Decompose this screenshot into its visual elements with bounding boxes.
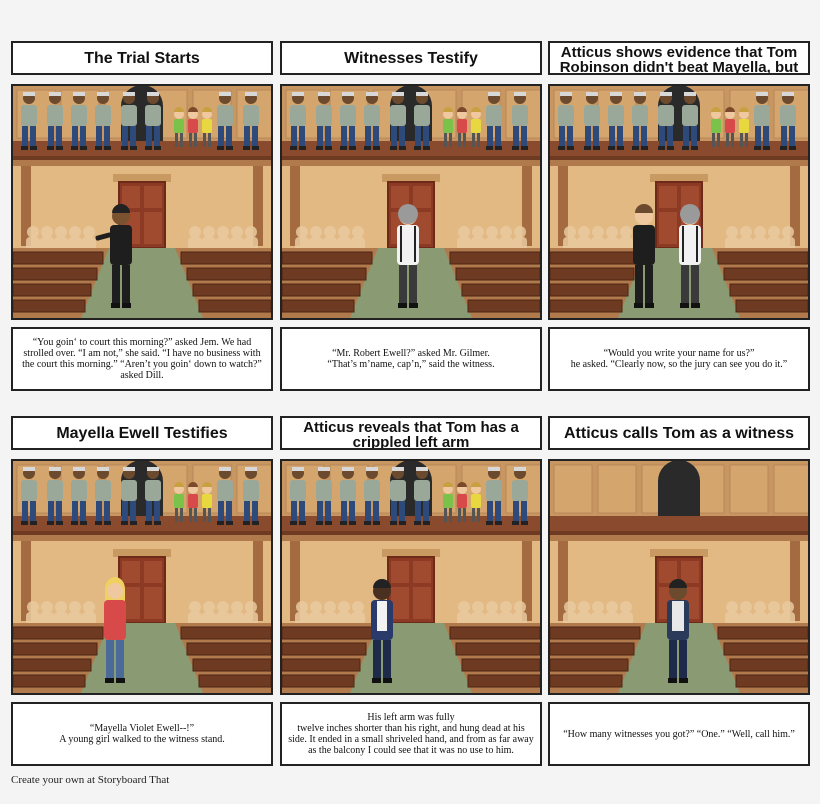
child-figure xyxy=(711,107,721,147)
juror-figure xyxy=(364,467,380,525)
child-figure xyxy=(457,482,467,522)
panel-2-title: Witnesses Testify xyxy=(280,41,542,75)
juror-figure xyxy=(21,92,37,150)
child-figure xyxy=(443,482,453,522)
juror-figure xyxy=(121,467,137,525)
character-figure xyxy=(397,204,419,308)
juror-figure xyxy=(632,92,648,150)
juror-figure xyxy=(316,467,332,525)
child-figure xyxy=(739,107,749,147)
panel-1-title: The Trial Starts xyxy=(11,41,273,75)
character-figure xyxy=(95,204,132,308)
juror-figure xyxy=(243,92,259,150)
juror-figure xyxy=(243,467,259,525)
child-figure xyxy=(174,482,184,522)
juror-figure xyxy=(682,92,698,150)
juror-figure xyxy=(608,92,624,150)
juror-figure xyxy=(390,92,406,150)
juror-figure xyxy=(145,467,161,525)
panel-2-scene xyxy=(280,84,542,320)
child-figure xyxy=(188,482,198,522)
panel-1-caption: “You goin‘ to court this morning?” asked… xyxy=(11,327,273,391)
juror-figure xyxy=(217,467,233,525)
child-figure xyxy=(174,107,184,147)
child-figure xyxy=(443,107,453,147)
child-figure xyxy=(202,107,212,147)
panel-3-title: Atticus shows evidence that Tom Robinson… xyxy=(548,41,810,75)
panel-5-caption: His left arm was fully twelve inches sho… xyxy=(280,702,542,766)
panel-4-scene xyxy=(11,459,273,695)
character-figure xyxy=(104,577,126,683)
juror-figure xyxy=(121,92,137,150)
juror-figure xyxy=(340,92,356,150)
panel-4-caption: “Mayella Violet Ewell--!” A young girl w… xyxy=(11,702,273,766)
child-figure xyxy=(457,107,467,147)
child-figure xyxy=(471,107,481,147)
juror-figure xyxy=(95,467,111,525)
juror-figure xyxy=(290,467,306,525)
character-figure xyxy=(633,204,655,308)
child-figure xyxy=(188,107,198,147)
juror-figure xyxy=(512,92,528,150)
panel-6-caption: “How many witnesses you got?” “One.” “We… xyxy=(548,702,810,766)
panel-3-caption: “Would you write your name for us?” he a… xyxy=(548,327,810,391)
juror-figure xyxy=(486,467,502,525)
juror-figure xyxy=(47,92,63,150)
juror-figure xyxy=(512,467,528,525)
juror-figure xyxy=(47,467,63,525)
child-figure xyxy=(725,107,735,147)
juror-figure xyxy=(71,92,87,150)
panel-4-title: Mayella Ewell Testifies xyxy=(11,416,273,450)
juror-figure xyxy=(95,92,111,150)
juror-figure xyxy=(290,92,306,150)
character-figure xyxy=(371,579,393,683)
panel-6-scene xyxy=(548,459,810,695)
juror-figure xyxy=(390,467,406,525)
juror-figure xyxy=(21,467,37,525)
juror-figure xyxy=(558,92,574,150)
character-figure xyxy=(667,579,689,683)
juror-figure xyxy=(754,92,770,150)
child-figure xyxy=(202,482,212,522)
juror-figure xyxy=(414,92,430,150)
juror-figure xyxy=(414,467,430,525)
panel-1-scene xyxy=(11,84,273,320)
juror-figure xyxy=(71,467,87,525)
panel-5-scene xyxy=(280,459,542,695)
panel-2-caption: “Mr. Robert Ewell?” asked Mr. Gilmer. “T… xyxy=(280,327,542,391)
storyboard-footer[interactable]: Create your own at Storyboard That xyxy=(11,774,170,786)
juror-figure xyxy=(316,92,332,150)
juror-figure xyxy=(340,467,356,525)
panel-3-scene xyxy=(548,84,810,320)
juror-figure xyxy=(217,92,233,150)
juror-figure xyxy=(364,92,380,150)
juror-figure xyxy=(584,92,600,150)
juror-figure xyxy=(658,92,674,150)
character-figure xyxy=(679,204,701,308)
child-figure xyxy=(471,482,481,522)
juror-figure xyxy=(486,92,502,150)
juror-figure xyxy=(145,92,161,150)
juror-figure xyxy=(780,92,796,150)
panel-5-title: Atticus reveals that Tom has a crippled … xyxy=(280,416,542,450)
panel-6-title: Atticus calls Tom as a witness xyxy=(548,416,810,450)
